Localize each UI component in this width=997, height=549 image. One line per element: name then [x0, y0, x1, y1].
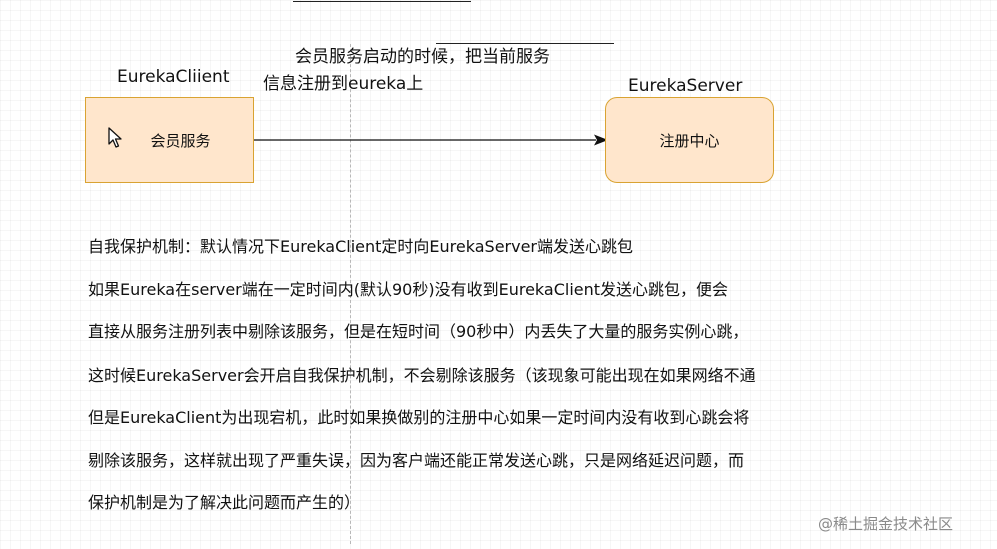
note-line-3: 直接从服务注册列表中剔除该服务，但是在短时间（90秒中）内丢失了大量的服务实例心…: [88, 322, 749, 341]
note-line-6: 剔除该服务，这样就出现了严重失误，因为客户端还能正常发送心跳，只是网络延迟问题，…: [88, 451, 745, 470]
note-line-1: 自我保护机制：默认情况下EurekaClient定时向EurekaServer端…: [88, 237, 634, 256]
mouse-pointer-icon: [108, 127, 122, 148]
edge-label-line-2: 信息注册到eureka上: [263, 74, 424, 94]
client-box-label: 会员服务: [150, 131, 211, 150]
dashed-guide-line: [350, 44, 351, 544]
server-title: EurekaServer: [628, 76, 743, 96]
note-line-2: 如果Eureka在server端在一定时间内(默认90秒)没有收到EurekaC…: [88, 280, 729, 299]
note-line-7: 保护机制是为了解决此问题而产生的）: [88, 493, 361, 512]
edge-label-line-1: 会员服务启动的时候，把当前服务: [295, 47, 550, 67]
client-title: EurekaCliient: [117, 67, 230, 87]
note-line-5: 但是EurekaClient为出现宕机，此时如果换做别的注册中心如果一定时间内没…: [88, 408, 750, 427]
top-rule-right: [436, 43, 614, 44]
top-rule-left: [293, 1, 471, 2]
register-arrow: [254, 134, 608, 146]
note-line-4: 这时候EurekaServer会开启自我保护机制，不会剔除该服务（该现象可能出现…: [88, 366, 756, 385]
server-box-label: 注册中心: [659, 131, 720, 150]
server-box[interactable]: 注册中心: [605, 97, 774, 183]
watermark: @稀土掘金技术社区: [818, 515, 954, 533]
